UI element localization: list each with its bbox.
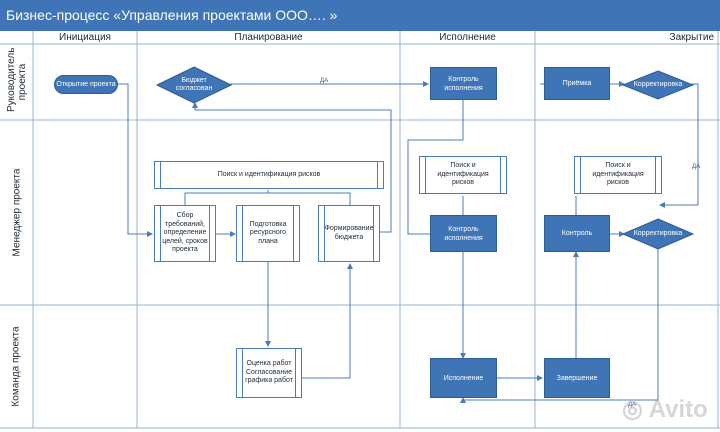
column-closing: Закрытие [669,32,714,43]
start-terminal: Открытие проекта [54,75,118,94]
correction-mid-label: Корректировка [633,230,683,237]
execution: Исполнение [430,358,497,398]
work-estimate: Оценка работ Согласование графика работ [236,348,302,398]
exec-control-mid: Контроль исполнения [430,215,497,252]
edge-label-yes: ДА [320,78,329,84]
lane-label: Менеджер проекта [11,168,23,257]
correction-mid-decision [622,218,694,250]
watermark-text: Avito [648,396,708,423]
risk-plan: Поиск и идентификация рисков [154,161,384,189]
column-initiation: Инициация [59,32,111,43]
correction-top-decision [622,70,694,100]
completion: Завершение [544,358,610,398]
edge-label-yes: ДА [692,164,701,170]
lane-label: Команда проекта [11,326,23,407]
watermark-logo: ◎ Avito [622,396,708,423]
lane-project-team: Команда проекта [0,305,33,428]
correction-top-label: Корректировка [633,81,683,88]
control: Контроль [544,215,610,252]
requirements: Сбор требований, определение целей, срок… [154,205,216,262]
edge-label-yes: ДА [628,402,637,408]
diagram-title: Бизнес-процесс «Управления проектами ООО… [0,0,720,31]
lane-project-lead: Руководитель проекта [0,44,33,120]
lane-label: Руководитель проекта [5,47,28,112]
column-planning: Планирование [234,32,303,43]
acceptance: Приёмка [544,67,610,100]
resource-plan: Подготовка ресурсного плана [236,205,300,262]
exec-control-top: Контроль исполнения [430,67,497,100]
risk-exec: Поиск и идентификация рисков [419,156,507,194]
budget-form: Формирование бюджета [318,205,380,262]
lane-project-manager: Менеджер проекта [0,120,33,305]
budget-approved-label: Бюджет согласован [175,77,213,92]
risk-close: Поиск и идентификация рисков [574,156,662,194]
column-execution: Исполнение [439,32,496,43]
budget-approved-decision [156,66,232,104]
